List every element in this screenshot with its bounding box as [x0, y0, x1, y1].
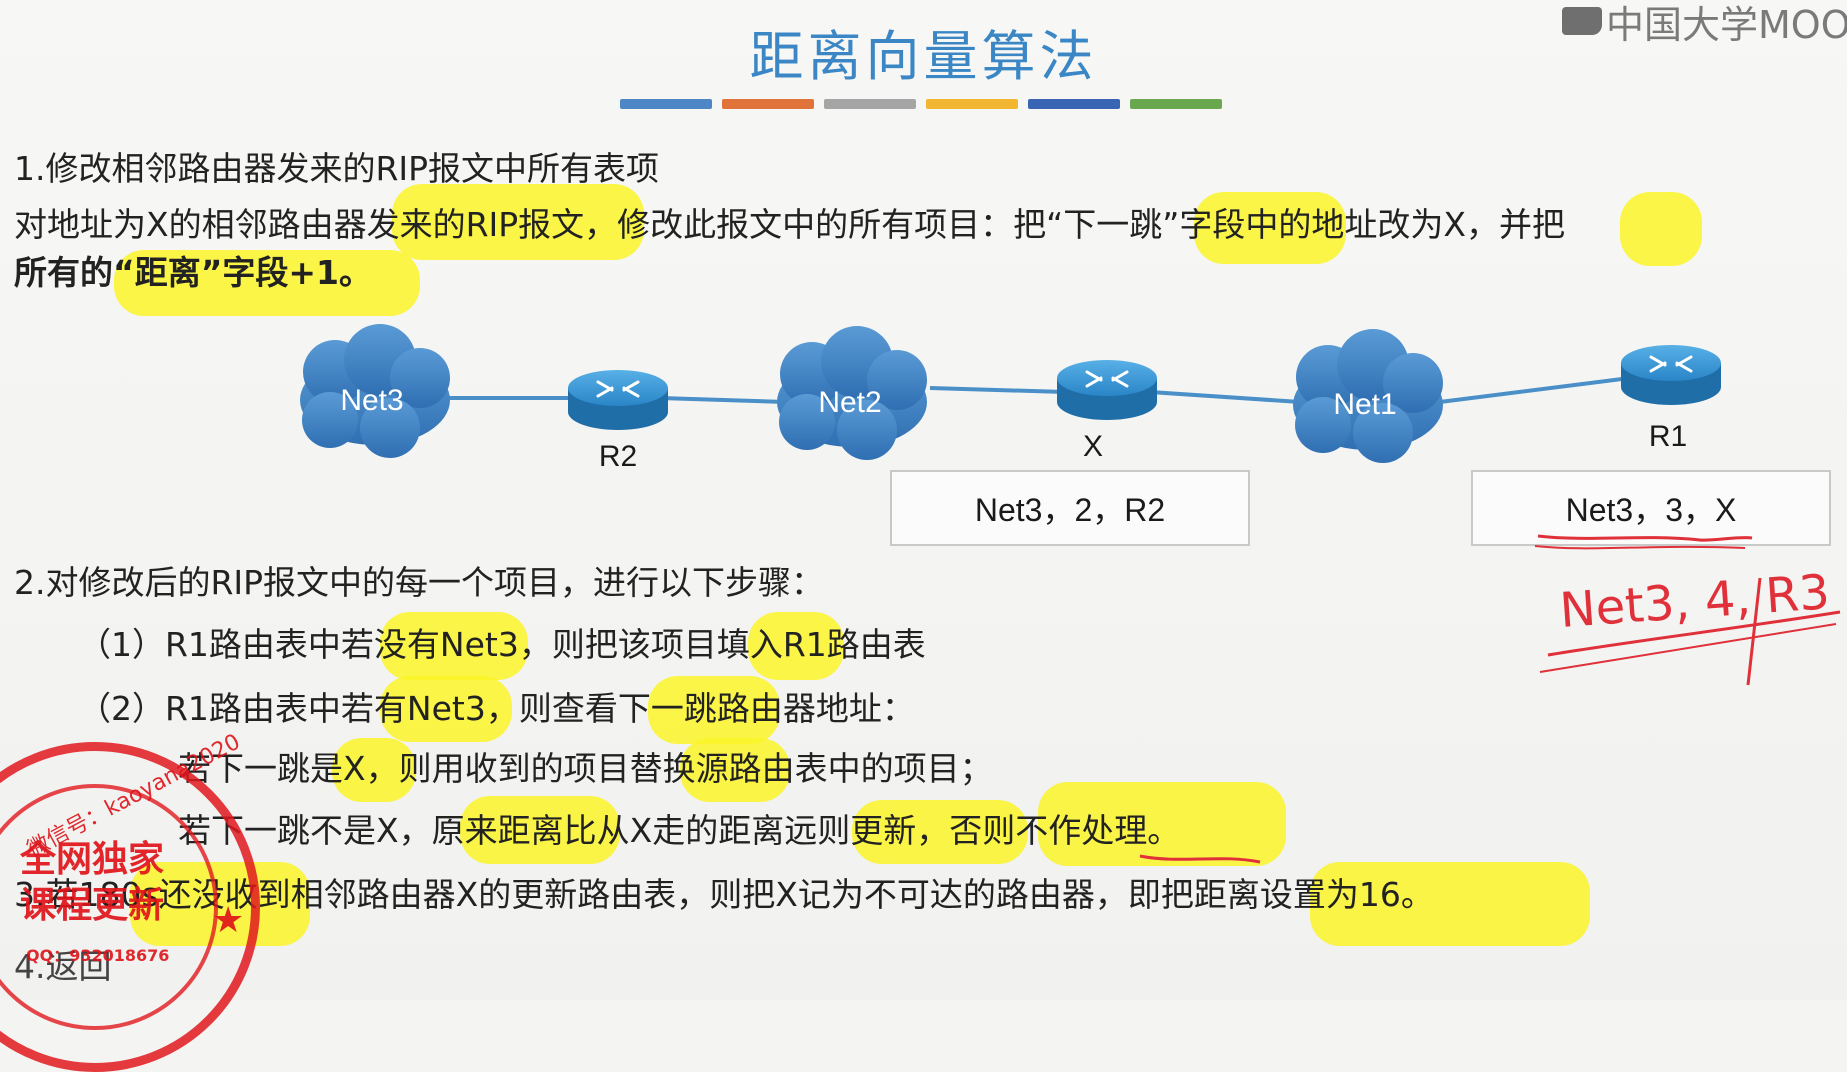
highlight-mark — [680, 738, 790, 802]
stamp-qq: QQ：932018676 — [26, 946, 170, 965]
routing-entry-r1: Net3，3，X — [1471, 470, 1831, 546]
highlight-mark — [380, 612, 528, 680]
highlight-mark — [748, 612, 844, 680]
cloud-net1: Net1 — [1293, 329, 1443, 463]
router-icon — [1621, 345, 1721, 405]
slide-title: 距离向量算法 — [749, 25, 1098, 88]
stamp-main-line1: 全网独家 — [20, 839, 165, 880]
color-bar-segment — [926, 99, 1018, 109]
network-link — [929, 386, 1066, 394]
highlight-mark — [1038, 782, 1286, 866]
highlight-mark — [392, 184, 644, 260]
highlight-mark — [852, 800, 1028, 864]
mooc-logo-text: 中国大学MOOC — [1606, 2, 1847, 47]
highlight-mark — [332, 738, 416, 802]
star-icon: ★ — [212, 900, 245, 941]
router-label: R1 — [1649, 420, 1687, 453]
network-link — [1149, 390, 1301, 404]
network-link — [1439, 376, 1631, 404]
handwritten-note: Net3, 4, R3 — [1558, 564, 1832, 639]
color-bar-segment — [824, 99, 916, 109]
stamp-main-line2: 课程更新 — [20, 885, 165, 926]
router-label: X — [1083, 430, 1103, 463]
router-label: R2 — [599, 440, 637, 470]
color-bar-segment — [620, 99, 712, 109]
highlight-mark — [1620, 192, 1702, 266]
network-diagram: Net3 Net2 Net1 — [300, 324, 1721, 470]
mooc-logo: 中国大学MOOC — [1562, 0, 1847, 47]
network-link — [659, 396, 786, 404]
router-icon — [568, 370, 668, 430]
section2-sub2: 若下一跳不是X，原来距离比从X走的距离远则更新，否则不作处理。 — [178, 811, 1181, 850]
highlight-mark — [1310, 862, 1590, 946]
highlight-mark — [380, 676, 512, 742]
highlight-mark — [1194, 192, 1346, 264]
section1-line1: 对地址为X的相邻路由器发来的RIP报文，修改此报文中的所有项目：把“下一跳”字段… — [14, 205, 1565, 244]
color-bar-segment — [1028, 99, 1120, 109]
cloud-net3: Net3 — [300, 324, 450, 458]
section1-heading: 1.修改相邻路由器发来的RIP报文中所有表项 — [14, 149, 660, 188]
cloud-label: Net3 — [340, 384, 403, 417]
color-bar-segment — [1130, 99, 1222, 109]
mooc-logo-icon — [1562, 7, 1602, 35]
color-bar-segment — [722, 99, 814, 109]
section2-heading: 2.对修改后的RIP报文中的每一个项目，进行以下步骤： — [14, 563, 825, 602]
section2-sub1: 若下一跳是X，则用收到的项目替换源路由表中的项目； — [178, 749, 993, 788]
cloud-net2: Net2 — [777, 326, 927, 460]
routing-entry-x: Net3，2，R2 — [890, 470, 1250, 546]
section2-step1: （1）R1路由表中若没有Net3，则把该项目填入R1路由表 — [78, 625, 926, 664]
cloud-label: Net1 — [1333, 388, 1396, 421]
section2-step2: （2）R1路由表中若有Net3，则查看下一跳路由器地址： — [78, 689, 915, 728]
highlight-mark — [648, 676, 780, 744]
highlight-mark — [114, 250, 420, 316]
router-icon — [1057, 360, 1157, 420]
section1-line2: 所有的“距离”字段+1。 — [14, 253, 372, 292]
title-color-bar — [620, 99, 1222, 109]
cloud-label: Net2 — [818, 386, 881, 419]
highlight-mark — [460, 796, 620, 864]
